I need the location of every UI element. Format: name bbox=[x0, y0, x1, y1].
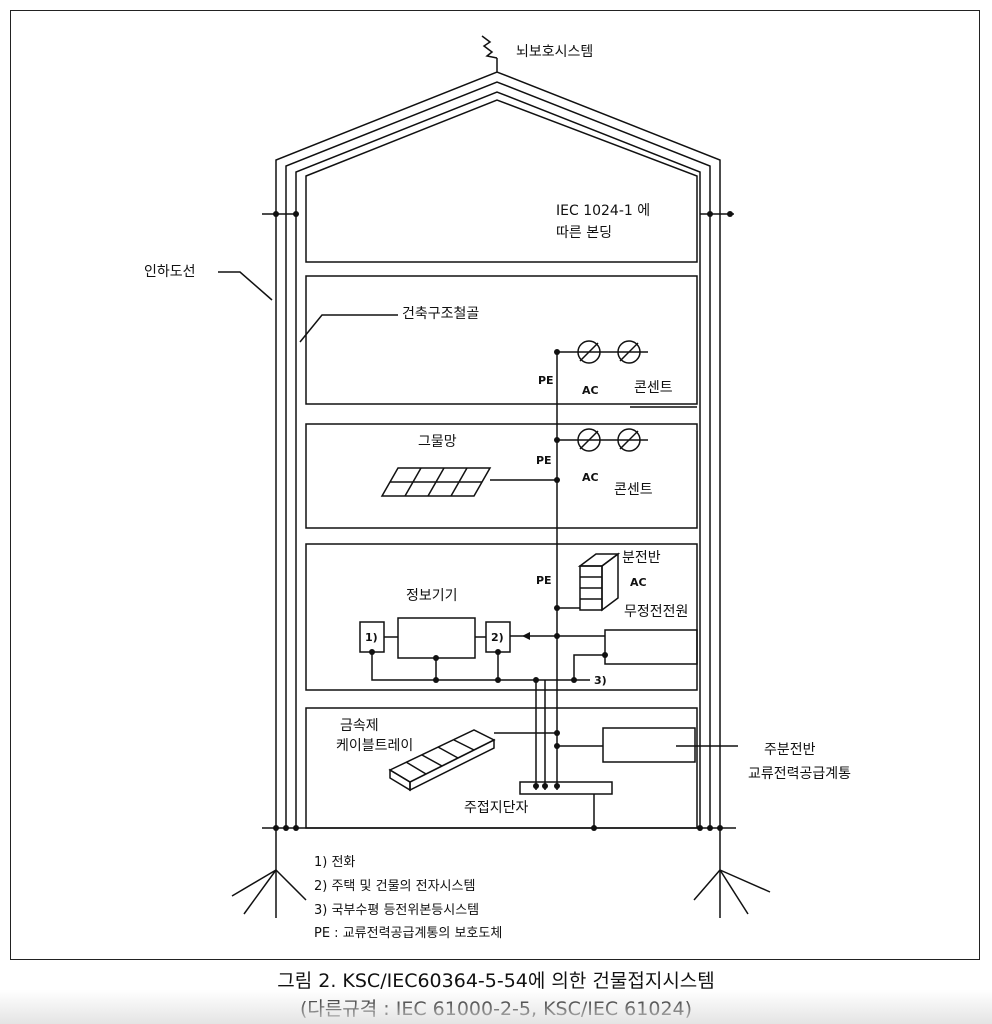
down-conductor-label: 인하도선 bbox=[144, 264, 196, 280]
roof-chamber bbox=[305, 99, 698, 263]
ac-label: AC bbox=[582, 471, 599, 484]
figure-caption: 그림 2. KSC/IEC60364-5-54에 의한 건물접지시스템 bbox=[277, 970, 715, 992]
steel-frame-leader bbox=[299, 314, 398, 343]
note-1: 1) 전화 bbox=[314, 855, 355, 870]
iec-bonding-label-1: IEC 1024-1 에 bbox=[556, 203, 650, 219]
earth-electrode-right bbox=[693, 830, 771, 918]
main-earthing-terminal bbox=[519, 781, 613, 795]
floor-3 bbox=[305, 543, 698, 691]
down-conductor-leader bbox=[218, 271, 273, 301]
pe-label: PE bbox=[536, 454, 552, 467]
phone-box-label: 1) bbox=[365, 631, 378, 644]
steel-frame-label: 건축구조철골 bbox=[402, 306, 479, 322]
ac-supply-label: 교류전력공급계통 bbox=[748, 766, 851, 782]
pe-label: PE bbox=[536, 574, 552, 587]
diagram-frame bbox=[10, 10, 980, 960]
distribution-panel-icon bbox=[577, 552, 621, 612]
outlet-label: 콘센트 bbox=[634, 380, 673, 396]
building-outline bbox=[275, 71, 721, 830]
main-distribution-panel bbox=[602, 727, 696, 763]
distribution-panel-label: 분전반 bbox=[622, 550, 661, 566]
pe-label: PE bbox=[538, 374, 554, 387]
floor-2 bbox=[305, 423, 698, 529]
ups-box bbox=[604, 629, 698, 665]
cable-tray-label-2: 케이블트레이 bbox=[336, 738, 413, 754]
figure-subcaption: (다른규격 : IEC 61000-2-5, KSC/IEC 61024) bbox=[299, 998, 693, 1020]
iec-bonding-label-2: 따른 본딩 bbox=[556, 225, 612, 241]
earth-electrode-left bbox=[231, 830, 307, 918]
lightning-protection-label: 뇌보호시스템 bbox=[516, 44, 593, 60]
main-earthing-terminal-label: 주접지단자 bbox=[464, 800, 529, 816]
junction-dots bbox=[273, 211, 733, 831]
main-panel-label: 주분전반 bbox=[764, 742, 816, 758]
info-equipment-label: 정보기기 bbox=[406, 588, 458, 604]
info-equipment-box bbox=[397, 617, 476, 659]
outlet-icon bbox=[617, 428, 641, 452]
outlet-label: 콘센트 bbox=[614, 482, 653, 498]
cable-tray-label-1: 금속제 bbox=[340, 718, 379, 734]
note-2: 2) 주택 및 건물의 전자시스템 bbox=[314, 879, 475, 894]
outlet-icon bbox=[577, 428, 601, 452]
floor-1 bbox=[305, 275, 698, 405]
ac-label: AC bbox=[582, 384, 599, 397]
note-4: PE : 교류전력공급계통의 보호도체 bbox=[314, 926, 502, 941]
ac-label: AC bbox=[630, 576, 647, 589]
local-bonding-label: 3) bbox=[594, 674, 607, 687]
mesh-label: 그물망 bbox=[418, 434, 457, 450]
note-3: 3) 국부수평 등전위본등시스템 bbox=[314, 903, 479, 918]
electronic-system-box-label: 2) bbox=[491, 631, 504, 644]
outlet-icon bbox=[577, 340, 601, 364]
lightning-rod bbox=[481, 35, 498, 72]
ups-label: 무정전전원 bbox=[624, 604, 688, 620]
outlet-icon bbox=[617, 340, 641, 364]
mesh-grid-icon bbox=[380, 467, 492, 497]
cable-tray-icon bbox=[388, 729, 496, 792]
